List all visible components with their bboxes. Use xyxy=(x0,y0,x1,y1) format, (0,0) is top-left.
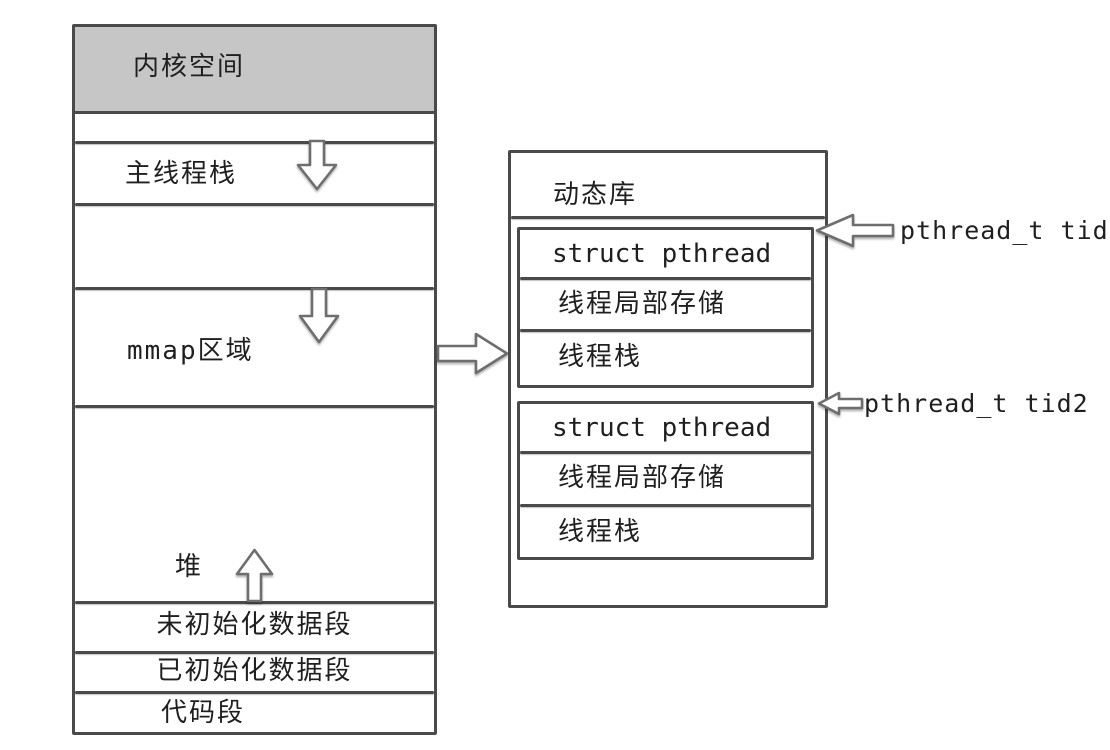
separator-line xyxy=(75,141,434,144)
kernel-space-label: 内核空间 xyxy=(133,52,246,82)
thread-local-storage-label: 线程局部存储 xyxy=(558,289,727,319)
thread-stack-label: 线程栈 xyxy=(558,517,643,547)
down-arrow-icon xyxy=(296,139,338,191)
separator-line xyxy=(75,405,434,408)
pthread-tid2-label: pthread_t tid2 xyxy=(864,389,1089,418)
left-arrow-icon xyxy=(817,391,864,416)
thread-block-1: struct pthread 线程局部存储 线程栈 xyxy=(517,227,814,388)
separator-line xyxy=(75,203,434,206)
separator-line xyxy=(511,216,825,219)
separator-line xyxy=(75,287,434,290)
kernel-space-section xyxy=(75,27,434,114)
separator-line xyxy=(75,651,434,654)
dynamic-library-label: 动态库 xyxy=(553,180,638,210)
separator-line xyxy=(75,601,434,604)
separator-line xyxy=(520,451,811,454)
code-segment-label: 代码段 xyxy=(161,698,246,728)
separator-line xyxy=(75,691,434,694)
separator-line xyxy=(520,329,811,332)
thread-local-storage-label: 线程局部存储 xyxy=(558,463,727,493)
mmap-region-label: mmap区域 xyxy=(127,336,254,366)
pthread-tid-label: pthread_t tid xyxy=(900,216,1109,245)
right-arrow-icon xyxy=(436,332,509,375)
separator-line xyxy=(520,277,811,280)
separator-line xyxy=(520,504,811,507)
struct-pthread-label: struct pthread xyxy=(552,413,772,443)
thread-stack-label: 线程栈 xyxy=(558,342,643,372)
up-arrow-icon xyxy=(235,548,274,603)
bss-segment-label: 未初始化数据段 xyxy=(156,610,353,640)
down-arrow-icon xyxy=(298,287,340,344)
thread-block-2: struct pthread 线程局部存储 线程栈 xyxy=(517,401,814,560)
dynamic-library-box: 动态库 struct pthread 线程局部存储 线程栈 struct pth… xyxy=(508,150,828,608)
process-address-space-column: 内核空间 主线程栈 mmap区域 堆 未初始化数据段 已初始化数据段 代码段 xyxy=(72,24,437,735)
main-thread-stack-label: 主线程栈 xyxy=(125,159,238,189)
data-segment-label: 已初始化数据段 xyxy=(156,656,353,686)
heap-label: 堆 xyxy=(175,552,204,582)
left-arrow-icon xyxy=(815,213,895,248)
struct-pthread-label: struct pthread xyxy=(552,239,772,269)
